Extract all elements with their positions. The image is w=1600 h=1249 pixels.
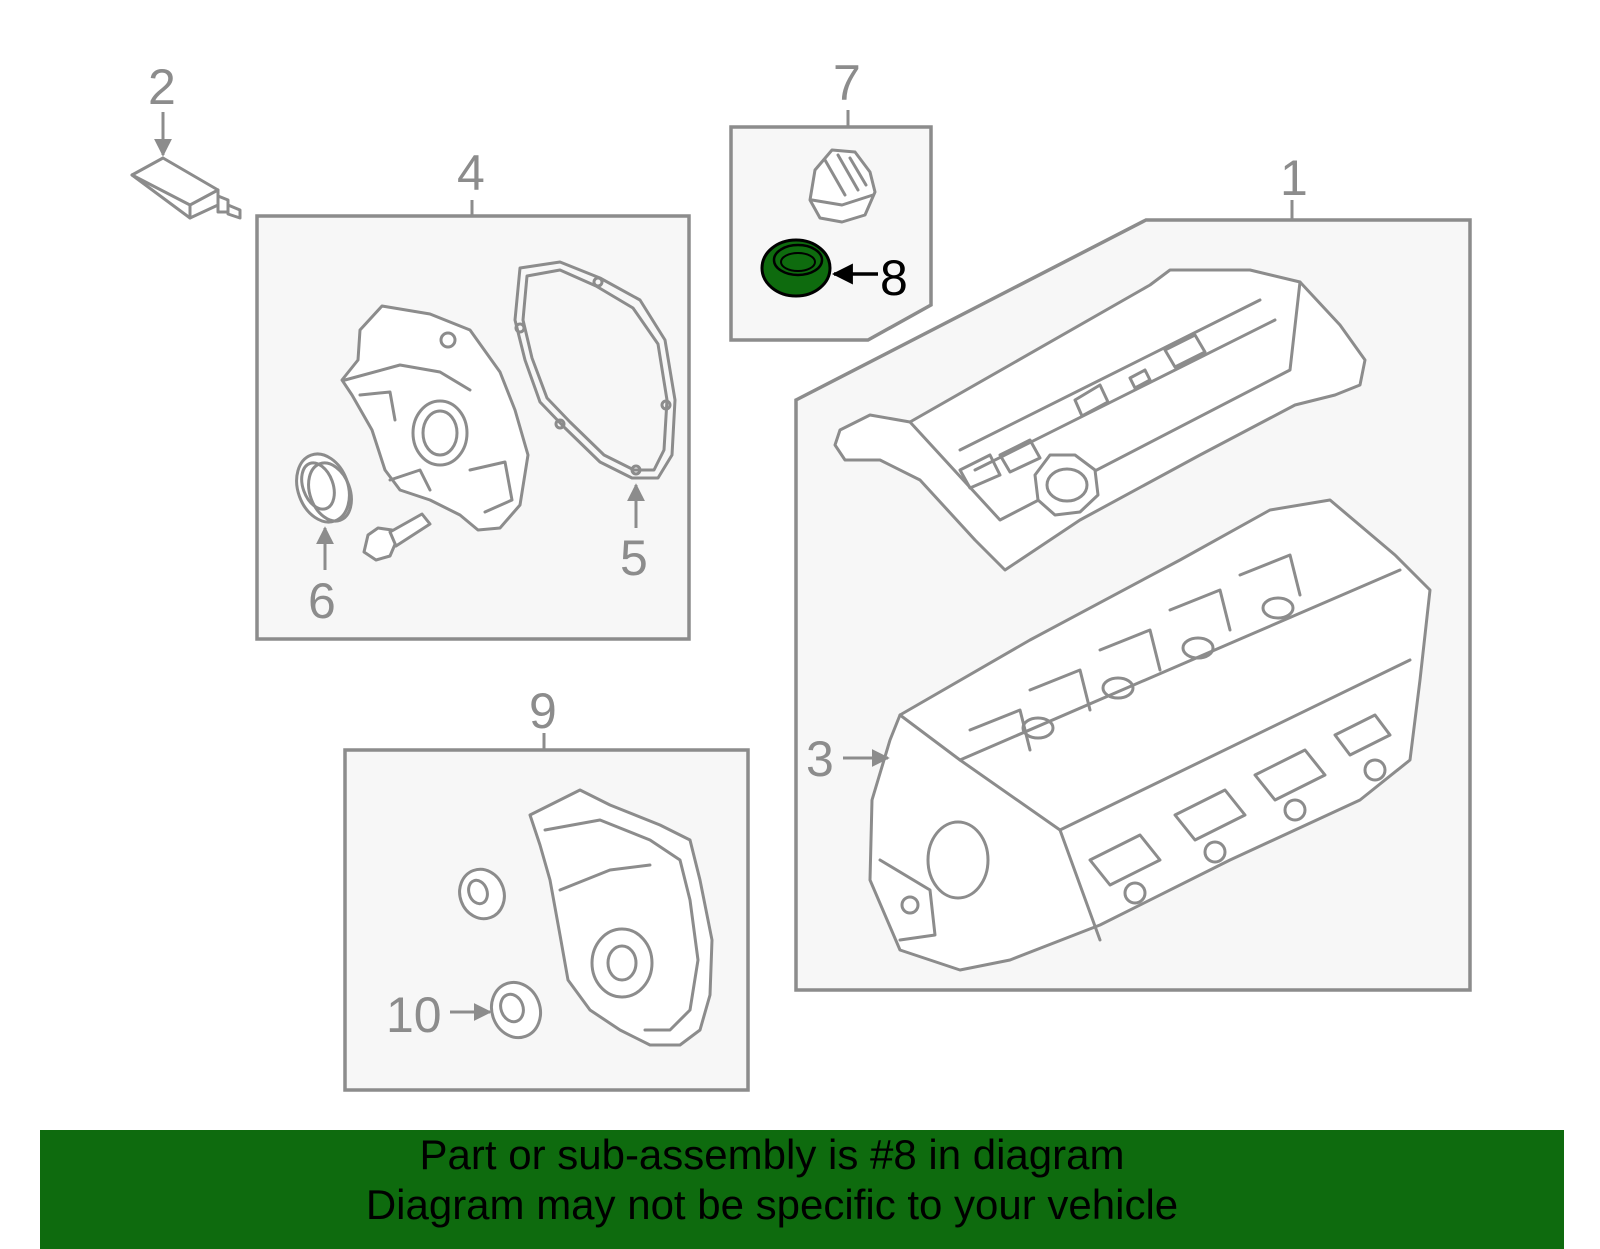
callout-8[interactable]: 8 (880, 250, 908, 306)
bolt[interactable] (362, 512, 432, 562)
part-3-cylinder-head[interactable] (868, 498, 1432, 972)
part-4-timing-cover[interactable] (340, 304, 530, 532)
banner-line-1: Part or sub-assembly is #8 in diagram (419, 1131, 1125, 1178)
part-5-gasket[interactable] (513, 260, 677, 480)
valve-cover[interactable] (833, 268, 1367, 572)
part-10-seal[interactable] (484, 975, 548, 1044)
callout-9[interactable]: 9 (529, 683, 557, 739)
part-2-sealant-tube[interactable] (130, 156, 242, 220)
part-6-seal[interactable] (288, 447, 360, 530)
callout-3[interactable]: 3 (806, 731, 834, 787)
callout-2[interactable]: 2 (148, 59, 176, 115)
callout-7[interactable]: 7 (833, 55, 861, 111)
callout-4[interactable]: 4 (457, 145, 485, 201)
callout-10[interactable]: 10 (386, 987, 442, 1043)
callout-1[interactable]: 1 (1280, 150, 1308, 206)
part-7-filler-cap[interactable] (808, 148, 877, 224)
info-banner: Part or sub-assembly is #8 in diagram Di… (40, 1130, 1564, 1249)
callout-5[interactable]: 5 (620, 530, 648, 586)
banner-line-2: Diagram may not be specific to your vehi… (365, 1181, 1179, 1228)
banner-background (40, 1130, 1564, 1249)
part-8-cap-seal-highlighted[interactable] (760, 238, 832, 298)
callout-6[interactable]: 6 (308, 573, 336, 629)
part-9-rear-cover[interactable] (528, 788, 714, 1047)
seal-small[interactable] (453, 863, 511, 925)
